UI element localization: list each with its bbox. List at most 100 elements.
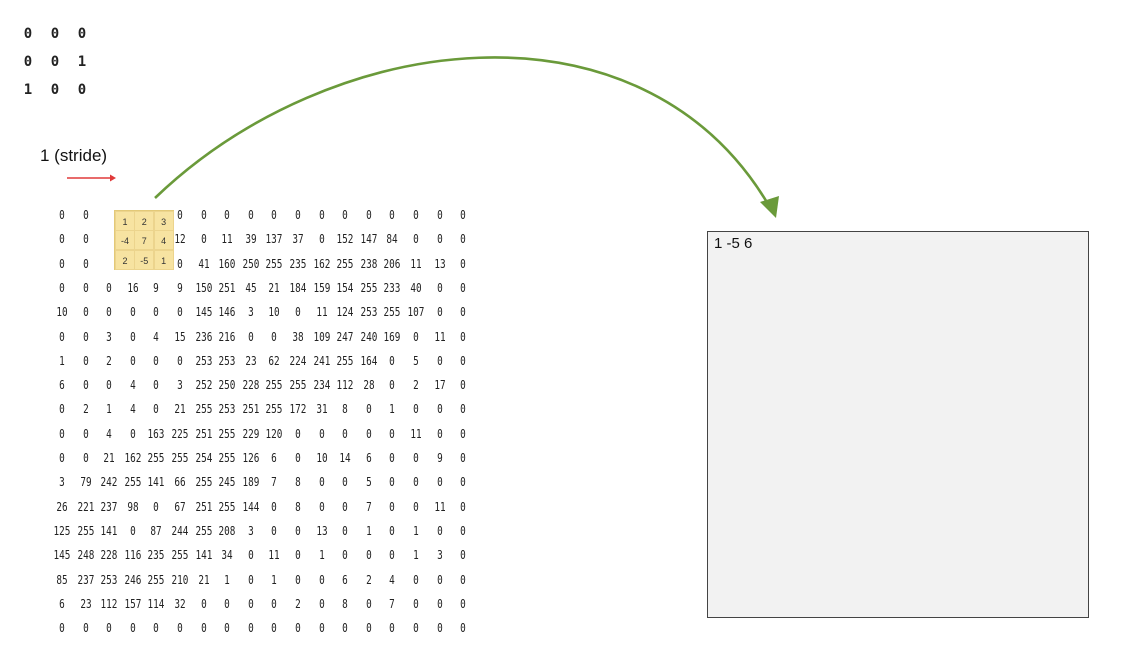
input-grid-cell: 160: [218, 256, 236, 271]
input-grid-cell: 6: [342, 572, 349, 587]
input-grid-cell: 0: [365, 426, 372, 441]
input-grid-cell: 23: [79, 596, 92, 611]
input-grid-cell: 235: [147, 548, 165, 563]
input-grid-cell: 0: [295, 426, 301, 441]
input-grid-cell: 0: [460, 402, 467, 417]
input-grid-cell: 250: [242, 256, 260, 271]
input-grid-cell: 0: [413, 232, 419, 247]
input-grid-cell: 253: [195, 353, 213, 368]
input-grid-cell: 0: [129, 305, 136, 320]
input-grid-cell: 0: [389, 523, 396, 538]
input-grid-cell: 0: [129, 329, 136, 344]
input-grid-cell: 0: [271, 596, 278, 611]
input-grid-cell: 255: [195, 402, 213, 417]
input-grid-cell: 0: [389, 621, 396, 636]
input-grid-cell: 13: [433, 256, 446, 271]
input-grid-cell: 0: [153, 305, 160, 320]
input-grid-cell: 255: [265, 378, 283, 393]
input-grid-cell: 251: [195, 499, 213, 514]
input-grid-cell: 112: [336, 378, 354, 393]
input-grid-cell: 255: [195, 475, 213, 490]
input-grid-cell: 0: [295, 208, 301, 222]
input-grid-cell: 163: [147, 426, 165, 441]
input-grid-cell: 0: [200, 621, 207, 636]
input-grid-cell: 0: [247, 596, 254, 611]
input-grid-cell: 0: [413, 475, 419, 490]
kernel-matrix-cell: 1: [23, 82, 33, 98]
input-grid-cell: 1: [271, 572, 278, 587]
input-grid-cell: 15: [174, 329, 186, 344]
input-grid-cell: 21: [103, 451, 115, 465]
input-grid-cell: 0: [295, 548, 301, 563]
input-grid-cell: 1: [106, 402, 113, 417]
input-grid-cell: 229: [242, 426, 260, 441]
input-grid-cell: 0: [224, 621, 231, 636]
input-grid-cell: 224: [289, 353, 307, 368]
input-grid-cell: 189: [242, 475, 260, 490]
input-grid-cell: 0: [318, 232, 325, 247]
input-grid-cell: 7: [271, 475, 278, 490]
input-grid-cell: 0: [59, 621, 65, 636]
input-grid-cell: 0: [247, 548, 254, 563]
input-grid-cell: 41: [197, 256, 210, 271]
input-grid-cell: 145: [195, 305, 213, 320]
input-grid-cell: 0: [247, 329, 254, 344]
input-grid-cell: 8: [342, 596, 349, 611]
input-grid-cell: 0: [460, 256, 467, 271]
input-grid-cell: 0: [413, 402, 419, 417]
kernel-matrix-cell: 0: [50, 26, 60, 42]
input-grid-cell: 252: [195, 378, 213, 393]
input-grid-cell: 145: [53, 548, 71, 563]
input-grid-cell: 28: [363, 378, 375, 393]
input-grid-cell: 216: [218, 329, 236, 344]
input-grid-cell: 2: [365, 572, 372, 587]
input-grid-cell: 255: [265, 402, 283, 417]
input-grid-cell: 0: [106, 621, 113, 636]
input-grid-cell: 109: [313, 329, 331, 344]
input-grid-cell: 0: [129, 353, 136, 368]
input-grid-cell: 3: [247, 305, 254, 320]
stride-label: 1 (stride): [40, 146, 108, 165]
input-grid-cell: 11: [268, 548, 281, 563]
input-grid-cell: 0: [271, 499, 278, 514]
input-grid-cell: 0: [271, 208, 278, 222]
input-grid-cell: 6: [59, 596, 65, 611]
input-grid-cell: 0: [247, 208, 254, 222]
input-grid-cell: 0: [318, 621, 325, 636]
input-grid-cell: 3: [436, 548, 443, 563]
input-grid-cell: 6: [365, 451, 372, 465]
output-values: 1 -5 6: [714, 235, 753, 252]
input-grid-cell: 0: [436, 426, 443, 441]
input-grid-cell: 0: [389, 378, 396, 393]
input-grid-cell: 85: [56, 572, 68, 587]
input-grid-cell: 169: [383, 329, 401, 344]
input-grid-cell: 144: [242, 499, 260, 514]
input-grid-cell: 0: [436, 621, 443, 636]
input-grid-cell: 4: [153, 329, 160, 344]
input-grid-cell: 13: [315, 523, 328, 538]
input-grid-cell: 0: [247, 621, 254, 636]
input-grid-cell: 26: [56, 499, 68, 514]
input-grid-cell: 107: [407, 305, 425, 320]
input-grid-cell: 0: [82, 353, 89, 368]
input-grid-cell: 228: [100, 548, 118, 563]
input-grid-cell: 14: [339, 451, 351, 465]
input-grid-cell: 0: [365, 402, 372, 417]
input-grid-cell: 5: [365, 475, 372, 490]
input-grid-cell: 32: [174, 596, 186, 611]
input-grid-cell: 4: [129, 402, 136, 417]
input-grid-cell: 2: [295, 596, 301, 611]
input-grid-cell: 11: [433, 329, 446, 344]
input-grid-cell: 255: [360, 280, 378, 295]
input-grid-cell: 208: [218, 523, 236, 538]
input-grid-cell: 0: [460, 451, 467, 465]
input-grid-cell: 9: [436, 451, 443, 465]
input-grid-cell: 0: [342, 621, 349, 636]
input-grid-cell: 242: [100, 475, 118, 490]
input-grid-cell: 255: [147, 572, 165, 587]
input-grid-cell: 0: [460, 378, 467, 393]
input-grid-cell: 247: [336, 329, 354, 344]
input-grid-cell: 8: [295, 499, 301, 514]
input-grid-cell: 0: [59, 208, 65, 222]
input-grid-cell: 7: [389, 596, 396, 611]
